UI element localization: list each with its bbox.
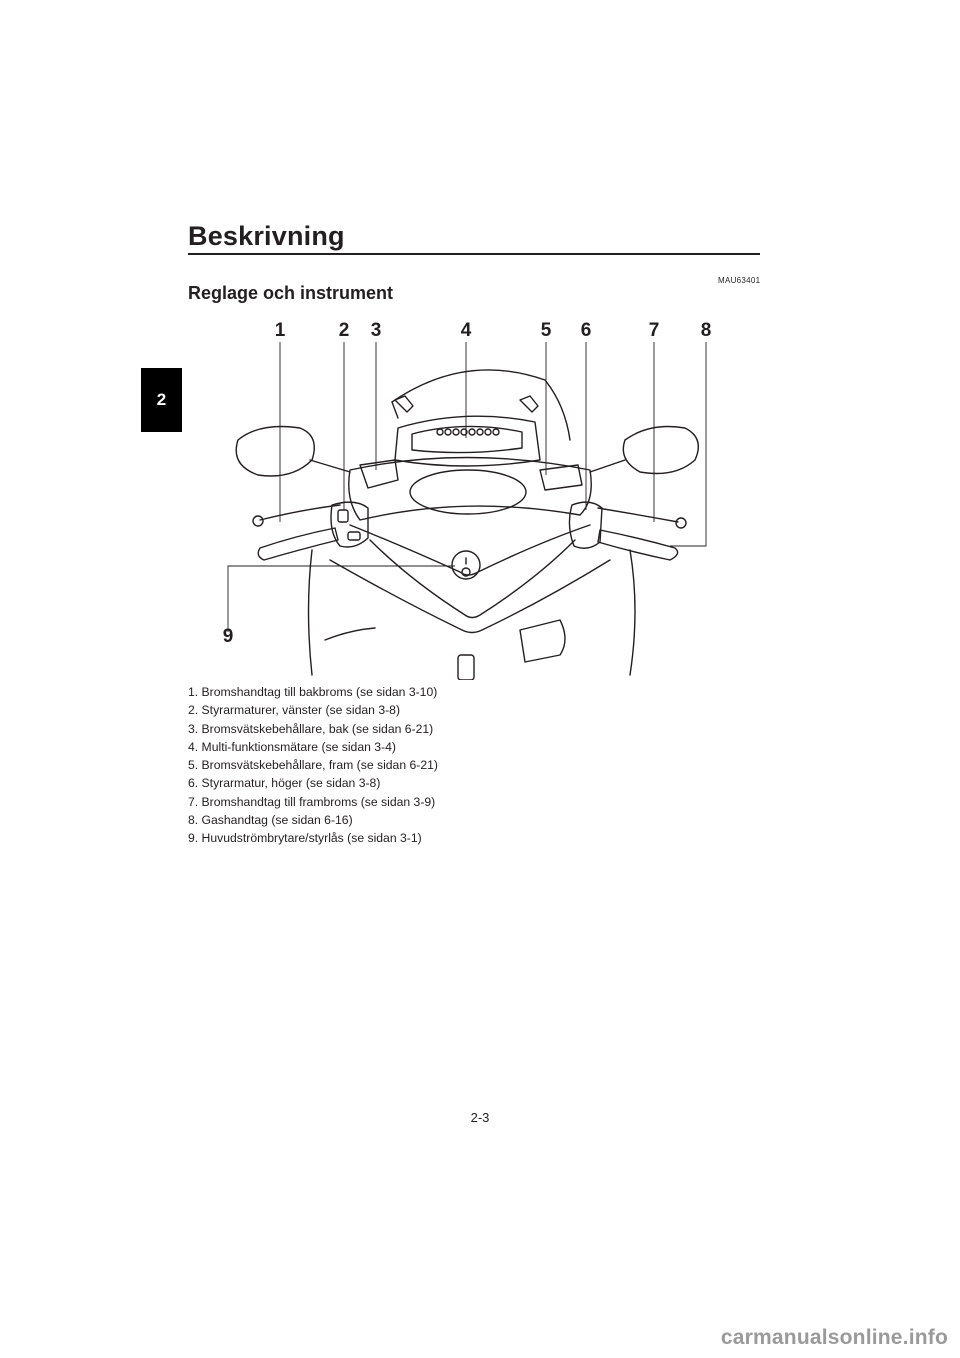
handlebar-cover <box>348 456 592 521</box>
callout-2: 2 <box>339 320 350 341</box>
page-title: Beskrivning <box>188 221 345 251</box>
left-brake-lever <box>259 504 341 521</box>
callout-3: 3 <box>371 320 382 341</box>
left-grip <box>257 527 339 561</box>
watermark[interactable]: carmanualsonline.info <box>720 1326 948 1349</box>
callout-6: 6 <box>581 320 592 341</box>
legend-item: 3. Bromsvätskebehållare, bak (se sidan 6… <box>188 721 434 736</box>
legend-item: 5. Bromsvätskebehållare, fram (se sidan … <box>188 758 438 773</box>
callout-4: 4 <box>461 320 472 341</box>
page-number: 2-3 <box>470 1110 490 1125</box>
legend-item: 8. Gashandtag (se sidan 6-16) <box>188 813 353 828</box>
indicator-lights <box>436 428 500 436</box>
right-grip <box>597 529 679 561</box>
legend-item: 9. Huvudströmbrytare/styrlås (se sidan 3… <box>188 831 422 846</box>
right-brake-lever <box>597 507 679 523</box>
callout-5: 5 <box>541 320 552 341</box>
left-mirror <box>235 425 315 477</box>
main-switch <box>451 550 481 580</box>
front-apron <box>307 549 313 676</box>
legend-item: 4. Multi-funktionsmätare (se sidan 3-4) <box>188 739 396 754</box>
title-rule <box>188 253 760 255</box>
callout-8: 8 <box>701 320 712 341</box>
parts-legend: 1. Bromshandtag till bakbroms (se sidan … <box>188 683 438 848</box>
callout-7: 7 <box>649 320 660 341</box>
legend-item: 1. Bromshandtag till bakbroms (se sidan … <box>188 685 438 699</box>
windscreen <box>391 369 571 441</box>
legend-item: 2. Styrarmaturer, vänster (se sidan 3-8) <box>188 703 401 718</box>
instrument-panel <box>394 415 541 467</box>
left-switch-housing <box>330 501 369 548</box>
callout-1: 1 <box>275 320 286 341</box>
right-switch-housing <box>568 501 603 549</box>
legend-item: 6. Styrarmatur, höger (se sidan 3-8) <box>188 776 381 791</box>
legend-item: 7. Bromshandtag till frambroms (se sidan… <box>188 794 436 809</box>
section-heading: Reglage och instrument <box>188 283 394 303</box>
chapter-tab: 2 <box>141 368 182 432</box>
reference-code: MAU63401 <box>718 276 761 285</box>
right-mirror <box>622 425 699 475</box>
callout-9: 9 <box>223 626 234 647</box>
handlebar-illustration: 1 2 3 4 5 6 7 8 9 <box>223 320 712 680</box>
